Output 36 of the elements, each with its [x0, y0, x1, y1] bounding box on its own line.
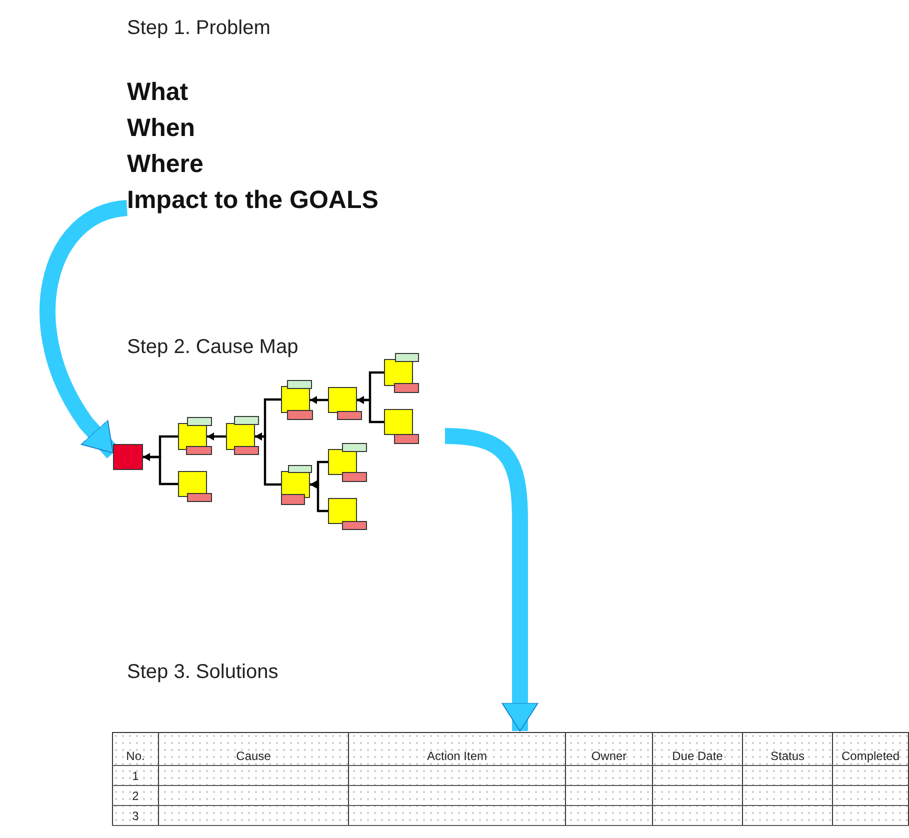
column-header: Owner — [591, 749, 627, 763]
connector-arrow — [310, 480, 328, 512]
column-header: Due Date — [672, 749, 723, 763]
cause-box — [281, 465, 313, 506]
column-header: Action Item — [426, 749, 488, 763]
cause-box — [178, 471, 213, 503]
connector-arrow — [310, 396, 328, 404]
column-header: Status — [770, 749, 805, 763]
column-header: Completed — [841, 749, 900, 763]
column-header: Cause — [236, 749, 271, 763]
cause-box — [328, 498, 368, 531]
problem-item: Impact to the GOALS — [127, 185, 378, 216]
connector-arrow — [255, 432, 281, 486]
solutions-table — [112, 732, 909, 826]
cause-box — [328, 387, 363, 421]
step-heading: Step 2. Cause Map — [127, 336, 298, 359]
connector-arrow — [357, 396, 384, 424]
step-heading: Step 1. Problem — [127, 17, 270, 40]
problem-item: Where — [127, 149, 204, 180]
connector-arrow — [143, 453, 178, 486]
cause-box — [384, 409, 420, 445]
cause-box — [226, 416, 260, 456]
connector-arrow — [207, 432, 226, 440]
step-heading: Step 3. Solutions — [127, 661, 278, 684]
column-header: No. — [126, 749, 145, 763]
problem-item: What — [127, 77, 188, 108]
cause-box — [281, 380, 314, 421]
cause-box — [178, 417, 213, 456]
row-number: 3 — [132, 808, 139, 822]
row-number: 1 — [132, 768, 139, 782]
cause-box — [384, 353, 420, 394]
cause-box — [328, 443, 368, 483]
block-arrow — [444, 428, 538, 732]
row-number: 2 — [132, 788, 139, 802]
problem-item: When — [127, 113, 196, 144]
effect-box — [113, 444, 144, 471]
